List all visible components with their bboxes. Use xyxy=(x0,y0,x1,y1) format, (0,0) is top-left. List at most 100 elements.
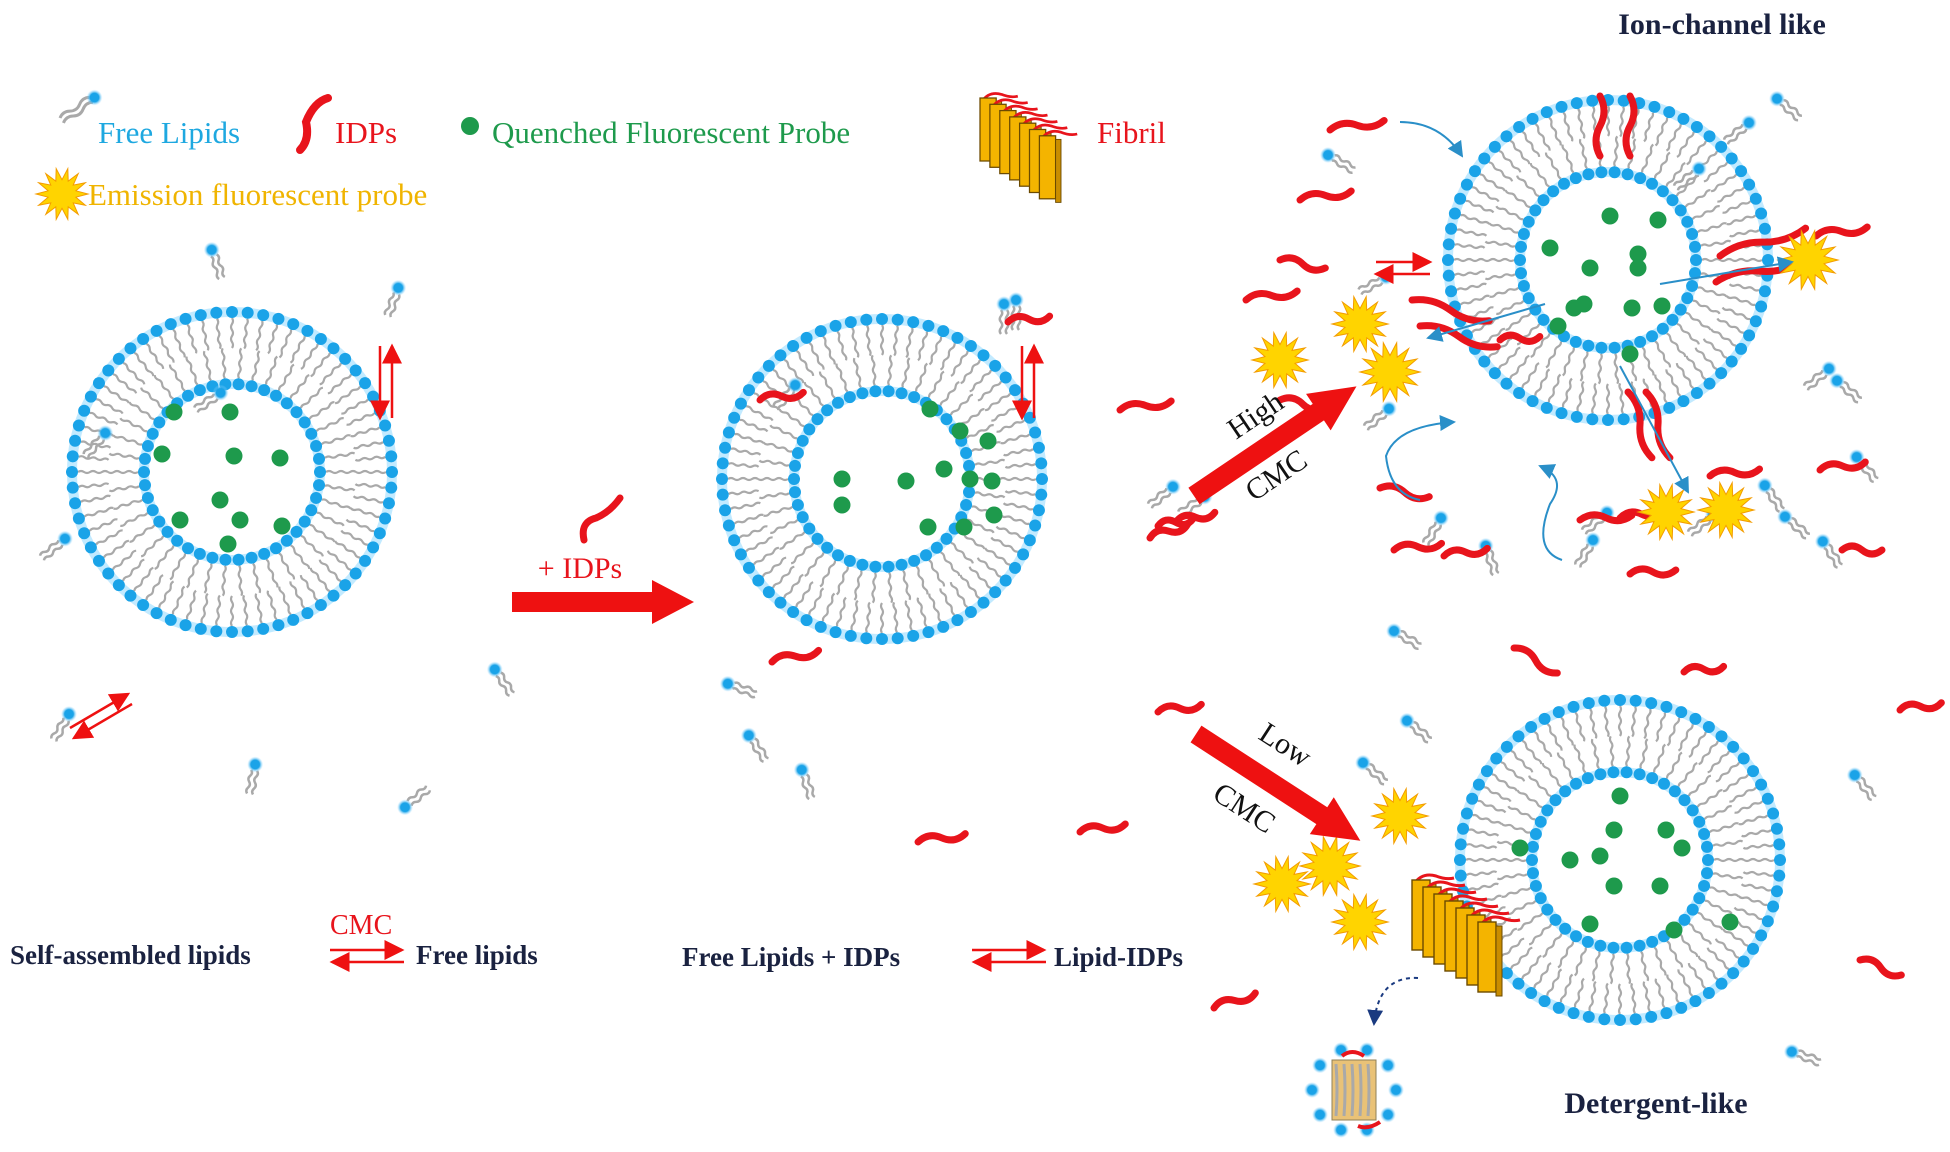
eq1-right-text: Free lipids xyxy=(416,940,538,970)
quenched-probe xyxy=(225,447,243,465)
idp-strand xyxy=(1154,700,1205,716)
idp-strand xyxy=(1004,312,1054,326)
quenched-probe xyxy=(1657,821,1675,839)
quenched-probe xyxy=(1605,877,1623,895)
vesicle-detergent xyxy=(1454,694,1786,1026)
legend-emission-probe: Emission fluorescent probe xyxy=(88,177,427,212)
quenched-probe xyxy=(1621,345,1639,363)
idp-strand xyxy=(1896,699,1945,714)
quenched-probe xyxy=(1511,839,1529,857)
idp-strand xyxy=(1812,223,1871,240)
free-lipid xyxy=(245,756,264,796)
low-cmc-arrow xyxy=(1190,725,1361,841)
free-lipid xyxy=(1399,712,1433,744)
low-arrow-label: Low xyxy=(1253,716,1317,774)
emission-star xyxy=(1330,892,1390,952)
quenched-probe xyxy=(1721,913,1739,931)
quenched-probe xyxy=(1649,211,1667,229)
free-lipid xyxy=(1777,508,1811,540)
free-lipid xyxy=(1783,1043,1822,1067)
quenched-probe xyxy=(171,511,189,529)
free-lipid xyxy=(1722,114,1757,145)
fibril-in-membrane xyxy=(1411,873,1521,997)
quenched-probe xyxy=(221,403,239,421)
probe-escape-arrow-3 xyxy=(1619,365,1689,494)
quenched-probe xyxy=(1651,877,1669,895)
emission-star-legend xyxy=(34,166,90,222)
quenched-probe xyxy=(951,422,969,440)
idp-strand xyxy=(1076,820,1129,836)
ion-channel-title: Ion-channel like xyxy=(1618,8,1826,41)
add-idps-label: + IDPs xyxy=(538,552,622,585)
legend-idps: IDPs xyxy=(335,115,397,150)
idp-strand xyxy=(1706,465,1764,480)
move-arrow-1 xyxy=(1399,121,1464,158)
quenched-probe xyxy=(1623,299,1641,317)
equation-lipid-idp: Free Lipids + IDPs Lipid-IDPs xyxy=(682,940,1183,972)
free-lipid xyxy=(793,761,816,801)
free-lipid-legend-icon xyxy=(58,89,103,124)
quenched-probe xyxy=(955,518,973,536)
quenched-probe xyxy=(1605,821,1623,839)
pore-idp xyxy=(1624,388,1656,462)
free-lipid xyxy=(1756,477,1785,513)
free-lipid xyxy=(50,706,77,742)
idp-strand xyxy=(1146,520,1192,542)
vesicle-with-idps xyxy=(716,313,1048,645)
free-lipid xyxy=(1672,160,1707,191)
free-lipid xyxy=(1357,269,1394,296)
legend-free-lipids: Free Lipids xyxy=(98,115,240,150)
idp-strand xyxy=(1838,542,1886,558)
idp-strand xyxy=(1816,458,1869,474)
free-lipid xyxy=(486,661,515,697)
add-idps-arrow xyxy=(512,580,694,624)
quenched-probe xyxy=(983,472,1001,490)
free-lipid xyxy=(1146,478,1181,509)
vesicle-intact xyxy=(66,306,398,638)
free-lipids xyxy=(38,90,1879,1067)
high-cmc-arrow xyxy=(1188,386,1357,505)
legend: Free Lipids IDPs Quenched Fluorescent Pr… xyxy=(34,89,1166,222)
quenched-probe xyxy=(897,472,915,490)
idp-strand xyxy=(1390,539,1446,554)
free-lipid xyxy=(719,675,758,699)
probe-escape-arrow-2 xyxy=(1659,256,1794,285)
quenched-probe xyxy=(1561,851,1579,869)
quenched-probe xyxy=(921,400,939,418)
quenched-probe xyxy=(1565,299,1583,317)
eq1-cmc-text: CMC xyxy=(330,910,392,941)
quenched-probe xyxy=(919,518,937,536)
idp-strand xyxy=(1296,187,1355,204)
quenched-probe xyxy=(833,470,851,488)
idp-strand xyxy=(1276,254,1329,274)
free-lipid xyxy=(1362,400,1397,431)
fibril xyxy=(1411,873,1521,997)
free-lipid xyxy=(203,241,226,281)
idp-strand xyxy=(1496,331,1544,345)
idp-strand xyxy=(1440,544,1491,560)
quenched-probe xyxy=(1541,239,1559,257)
eq2-right-text: Lipid-IDPs xyxy=(1054,942,1183,972)
eq1-left-text: Self-assembled lipids xyxy=(10,940,251,970)
add-idps-strand-icon xyxy=(579,494,624,544)
quenched-probe xyxy=(271,449,289,467)
quenched-probe xyxy=(153,445,171,463)
quenched-probe xyxy=(165,403,183,421)
free-lipid xyxy=(1422,510,1449,546)
fibril-legend-icon xyxy=(979,92,1078,203)
emission-star xyxy=(1696,480,1756,540)
idp-strand xyxy=(1376,482,1433,503)
quenched-probe xyxy=(273,517,291,535)
pore-idp xyxy=(1716,224,1810,260)
idp-strand xyxy=(1116,397,1175,414)
quenched-probe xyxy=(1653,297,1671,315)
idp-strand xyxy=(1576,511,1636,525)
legend-quenched-probe: Quenched Fluorescent Probe xyxy=(492,115,850,150)
free-lipid xyxy=(1355,754,1389,786)
free-lipid xyxy=(1829,372,1863,404)
idp-strand xyxy=(1680,662,1728,676)
process-arrows: + IDPs High CMC Low CMC xyxy=(512,385,1361,841)
quenched-probe xyxy=(985,506,1003,524)
emission-star xyxy=(1636,482,1696,542)
